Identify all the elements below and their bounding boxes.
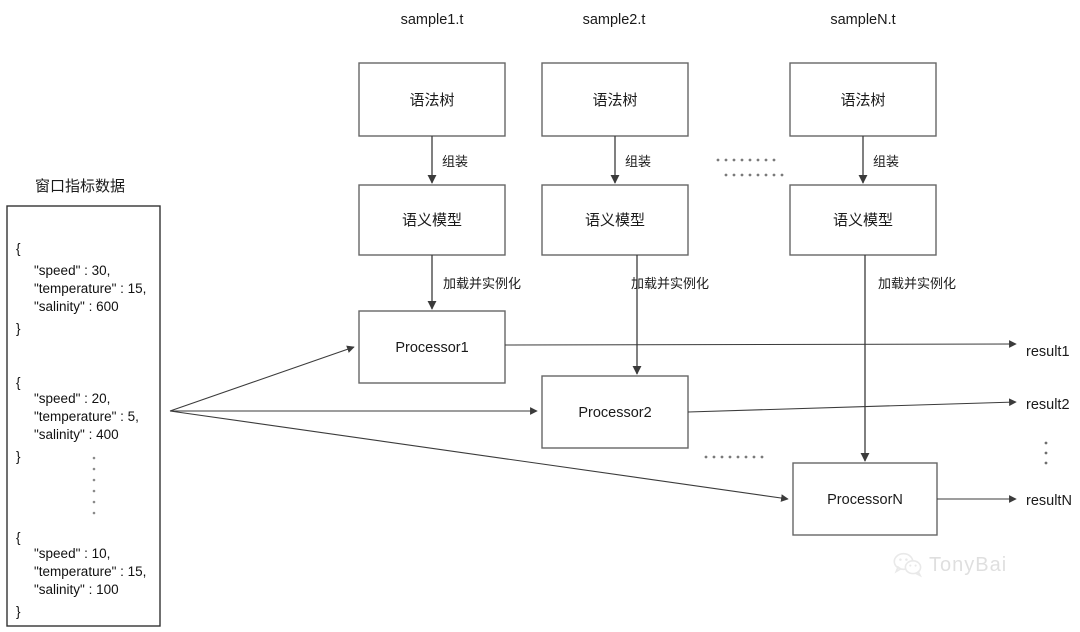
edge-processor1-to-result1	[504, 340, 1017, 348]
edge-label-assemble-n: 组装	[873, 155, 899, 170]
edge-label-assemble-2: 组装	[625, 155, 651, 170]
syntax-tree-box-n	[789, 62, 937, 137]
edge-label-instantiate-1: 加载并实例化	[443, 277, 521, 292]
json-record-line: "temperature" : 15,	[34, 564, 146, 579]
json-record-line: "salinity" : 600	[34, 299, 119, 314]
json-record-line: "salinity" : 400	[34, 427, 119, 442]
edge-data-to-processor1	[169, 345, 355, 412]
processor-label-2: Processor2	[578, 405, 651, 421]
edge-data-to-processorN	[169, 410, 789, 502]
processor-box-1	[358, 310, 506, 384]
edge-label-assemble-1: 组装	[442, 155, 468, 170]
result-label-n: resultN	[1026, 493, 1072, 509]
result-label-1: result1	[1026, 344, 1070, 360]
json-record-line: "speed" : 20,	[34, 391, 110, 406]
semantic-model-label-1: 语义模型	[402, 211, 462, 229]
window-metric-title: 窗口指标数据	[35, 177, 125, 195]
json-record-open: {	[16, 375, 21, 390]
json-record-open: {	[16, 241, 21, 256]
column-header-sample1: sample1.t	[401, 12, 464, 28]
json-vertical-ellipsis	[92, 456, 96, 515]
semantic-model-box-n	[789, 184, 937, 256]
syntax-tree-label-n: 语法树	[840, 91, 885, 109]
syntax-tree-label-1: 语法树	[409, 91, 454, 109]
edge-label-instantiate-2: 加载并实例化	[631, 277, 709, 292]
ellipsis-between-processors	[704, 455, 764, 459]
result-label-2: result2	[1026, 397, 1070, 413]
semantic-model-label-2: 语义模型	[585, 211, 645, 229]
json-record-open: {	[16, 530, 21, 545]
column-header-sample2: sample2.t	[583, 12, 646, 28]
processor-box-2	[541, 375, 689, 449]
json-record-close: }	[16, 604, 21, 619]
json-record-close: }	[16, 449, 21, 464]
json-record-close: }	[16, 321, 21, 336]
results-vertical-ellipsis	[1044, 441, 1048, 465]
semantic-model-label-n: 语义模型	[833, 211, 893, 229]
window-metric-panel	[6, 205, 161, 627]
processor-box-n	[792, 462, 938, 536]
json-record-line: "speed" : 30,	[34, 263, 110, 278]
json-record-line: "salinity" : 100	[34, 582, 119, 597]
syntax-tree-label-2: 语法树	[592, 91, 637, 109]
processor-label-n: ProcessorN	[827, 492, 903, 508]
edge-label-instantiate-n: 加载并实例化	[878, 277, 956, 292]
semantic-model-box-1	[358, 184, 506, 256]
json-record-line: "temperature" : 15,	[34, 281, 146, 296]
column-header-sampleN: sampleN.t	[830, 12, 895, 28]
semantic-model-box-2	[541, 184, 689, 256]
edge-processor2-to-result2	[687, 398, 1017, 413]
ellipsis-between-columns	[716, 158, 784, 177]
json-record-line: "temperature" : 5,	[34, 409, 139, 424]
syntax-tree-box-1	[358, 62, 506, 137]
processor-label-1: Processor1	[395, 340, 468, 356]
json-record-line: "speed" : 10,	[34, 546, 110, 561]
